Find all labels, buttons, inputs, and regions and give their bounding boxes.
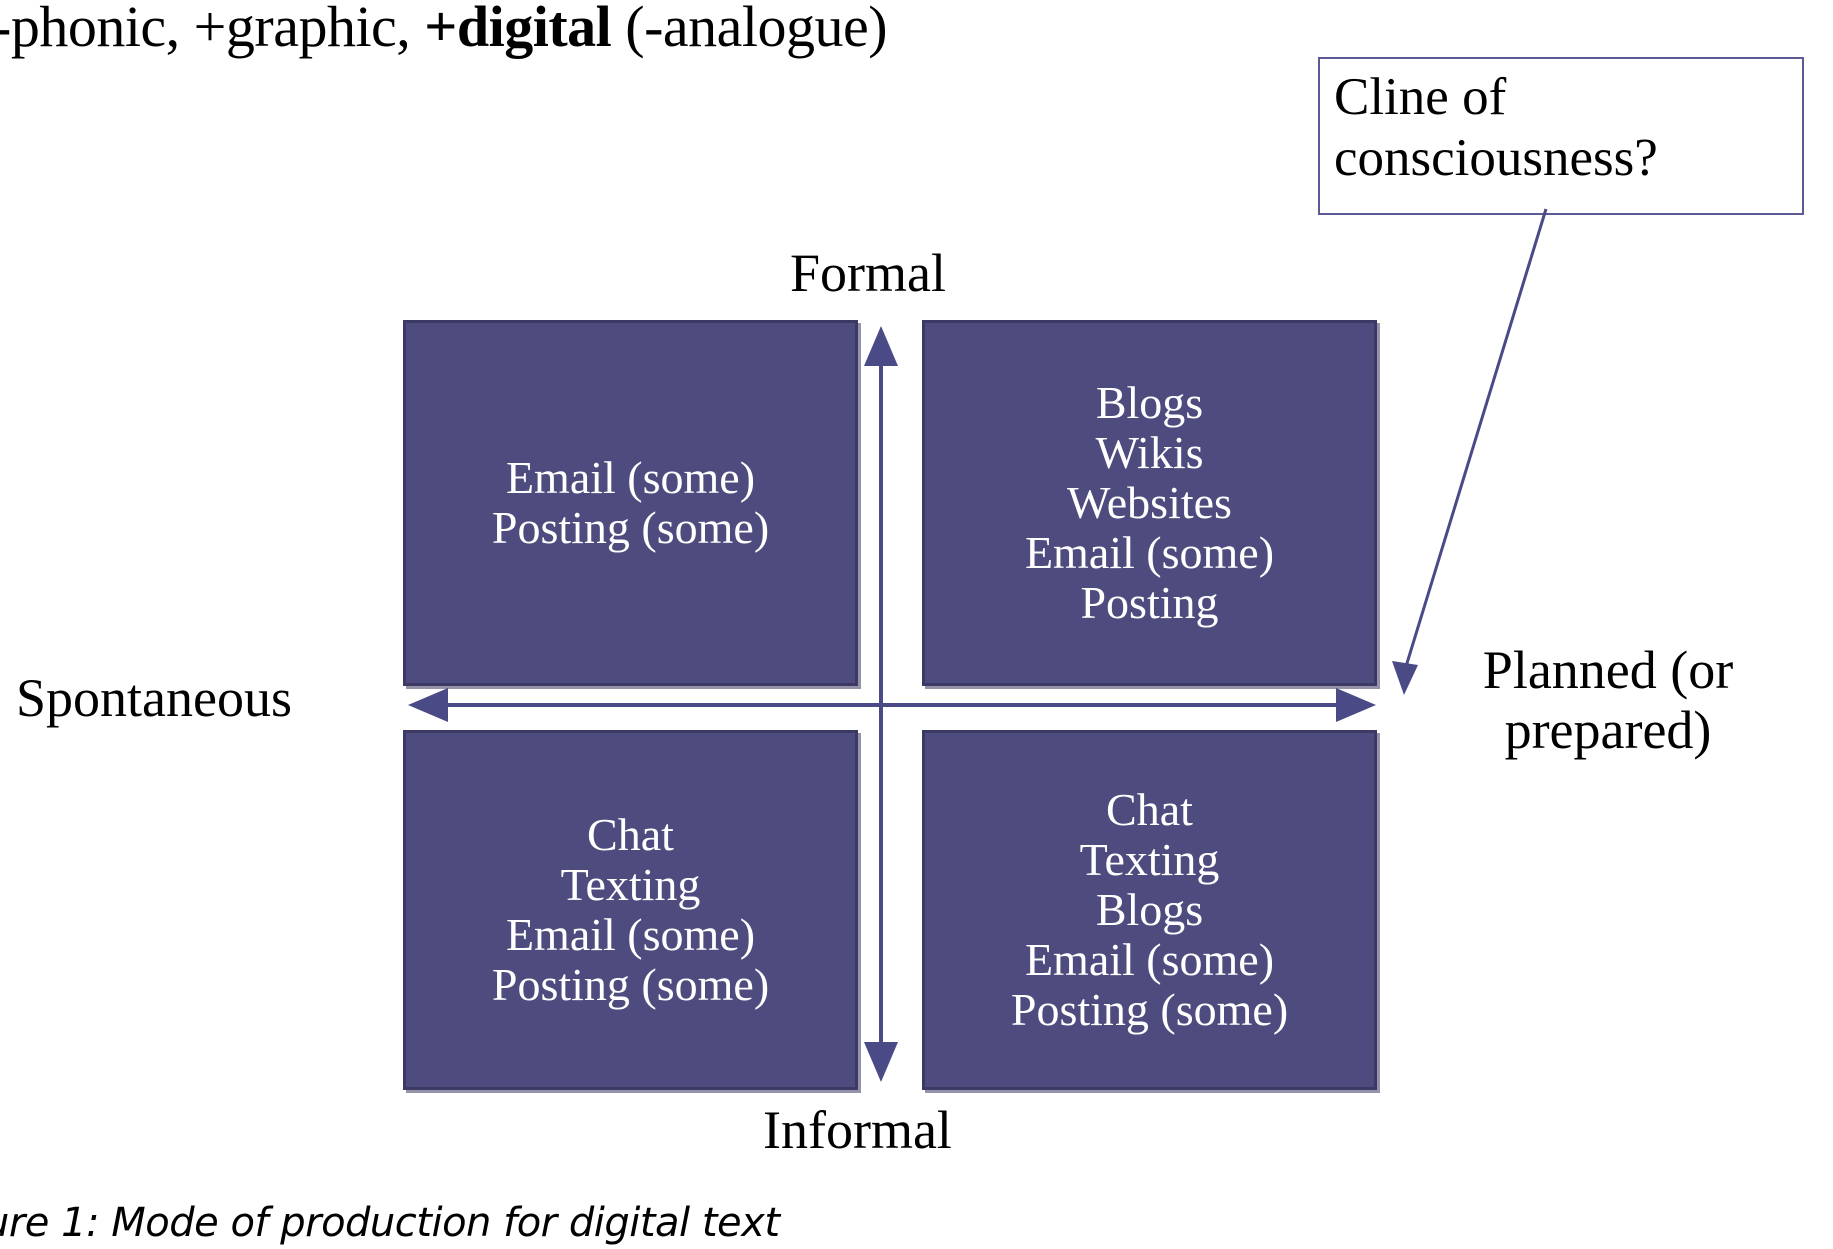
quadrant-item: Wikis: [1095, 426, 1204, 478]
quadrant-item: Blogs: [1095, 376, 1204, 428]
feature-specification-line: -phonic, +graphic, +digital (-analogue): [0, 0, 1192, 58]
callout-cline-of-consciousness: Cline of consciousness?: [1318, 57, 1804, 215]
quadrant-item: Websites: [1067, 476, 1232, 528]
quadrant-item: Email (some): [1024, 934, 1275, 986]
quadrant-formal-planned: Blogs Wikis Websites Email (some) Postin…: [922, 320, 1377, 686]
axis-label-planned-line-1: Planned (or: [1482, 640, 1734, 700]
feature-suffix: (-analogue): [611, 0, 888, 59]
callout-line-1: Cline of: [1334, 68, 1507, 126]
quadrant-item: Texting: [1079, 833, 1220, 885]
quadrant-item: Blogs: [1095, 883, 1204, 935]
callout-line-2: consciousness?: [1334, 128, 1658, 187]
callout-leader-line-arrow: [1392, 208, 1548, 695]
quadrant-informal-spontaneous: Chat Texting Email (some) Posting (some): [403, 730, 858, 1090]
quadrant-item: Chat: [587, 808, 674, 860]
quadrant-item: Texting: [560, 858, 701, 910]
quadrant-item: Posting (some): [491, 502, 770, 553]
quadrant-item: Chat: [1106, 783, 1193, 835]
quadrant-item: Posting (some): [1010, 984, 1289, 1036]
quadrant-item: Posting: [1080, 577, 1219, 629]
quadrant-item: Email (some): [1024, 527, 1275, 579]
axis-label-informal: Informal: [763, 1100, 952, 1160]
feature-prefix: -phonic, +graphic,: [0, 0, 425, 59]
axis-label-planned-line-2: prepared): [1504, 700, 1712, 761]
quadrant-item: Email (some): [505, 451, 756, 503]
figure-caption: ure 1: Mode of production for digital te…: [0, 1200, 780, 1246]
axis-label-formal: Formal: [790, 243, 946, 303]
quadrant-informal-planned: Chat Texting Blogs Email (some) Posting …: [922, 730, 1377, 1090]
feature-digital-emphasis: +digital: [424, 0, 612, 59]
quadrant-item: Posting (some): [491, 959, 770, 1011]
quadrant-item: Email (some): [505, 909, 756, 960]
axis-label-planned: Planned (or prepared): [1398, 640, 1818, 761]
quadrant-formal-spontaneous: Email (some) Posting (some): [403, 320, 858, 686]
axis-label-spontaneous: Spontaneous: [16, 668, 292, 728]
